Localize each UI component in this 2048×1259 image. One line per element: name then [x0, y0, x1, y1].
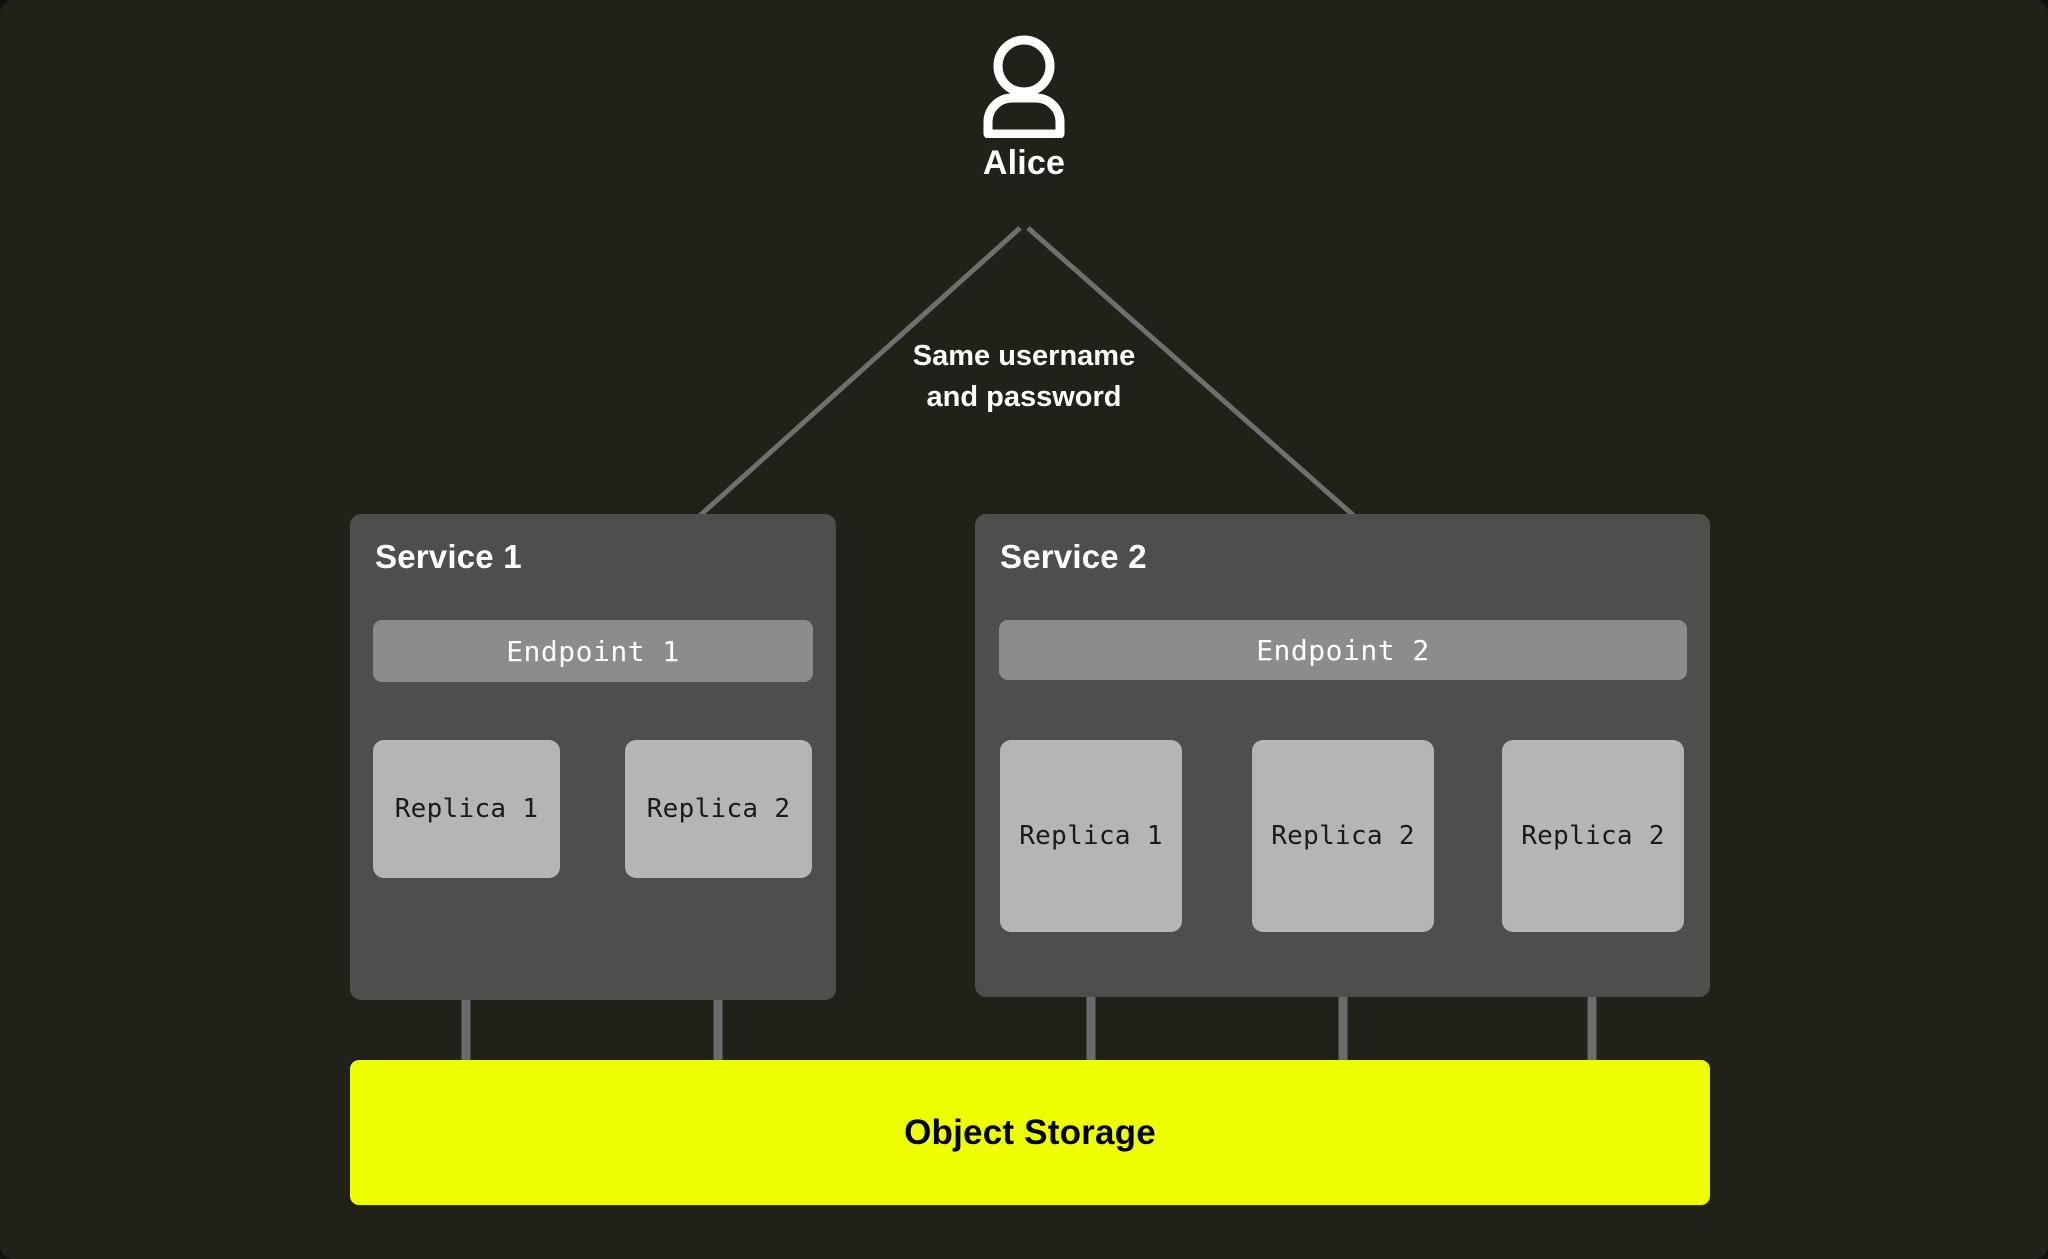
service-panel-1[interactable]: Service 1 Endpoint 1 Replica 1 Replica 2 — [350, 514, 836, 1000]
edge-annotation-line-1: Same username — [912, 340, 1136, 372]
service-2-replica-1[interactable]: Replica 1 — [1000, 740, 1182, 932]
service-panel-2[interactable]: Service 2 Endpoint 2 Replica 1 Replica 2… — [975, 514, 1710, 997]
service-1-replica-1[interactable]: Replica 1 — [373, 740, 560, 878]
edge-annotation-line-2: and password — [926, 381, 1122, 413]
service-2-replica-3[interactable]: Replica 2 — [1502, 740, 1684, 932]
person-icon — [983, 35, 1065, 138]
actor-alice: Alice — [0, 30, 2048, 183]
service-1-replica-2[interactable]: Replica 2 — [625, 740, 812, 878]
object-storage-bar[interactable]: Object Storage — [350, 1060, 1710, 1205]
service-2-title: Service 2 — [1000, 538, 1147, 575]
service-2-replica-2[interactable]: Replica 2 — [1252, 740, 1434, 932]
service-1-title: Service 1 — [375, 538, 522, 575]
actor-label: Alice — [982, 144, 1066, 182]
endpoint-1[interactable]: Endpoint 1 — [373, 620, 813, 682]
endpoint-2[interactable]: Endpoint 2 — [999, 620, 1687, 680]
object-storage-label: Object Storage — [904, 1112, 1156, 1152]
edge-annotation: Same username and password — [724, 336, 1324, 418]
